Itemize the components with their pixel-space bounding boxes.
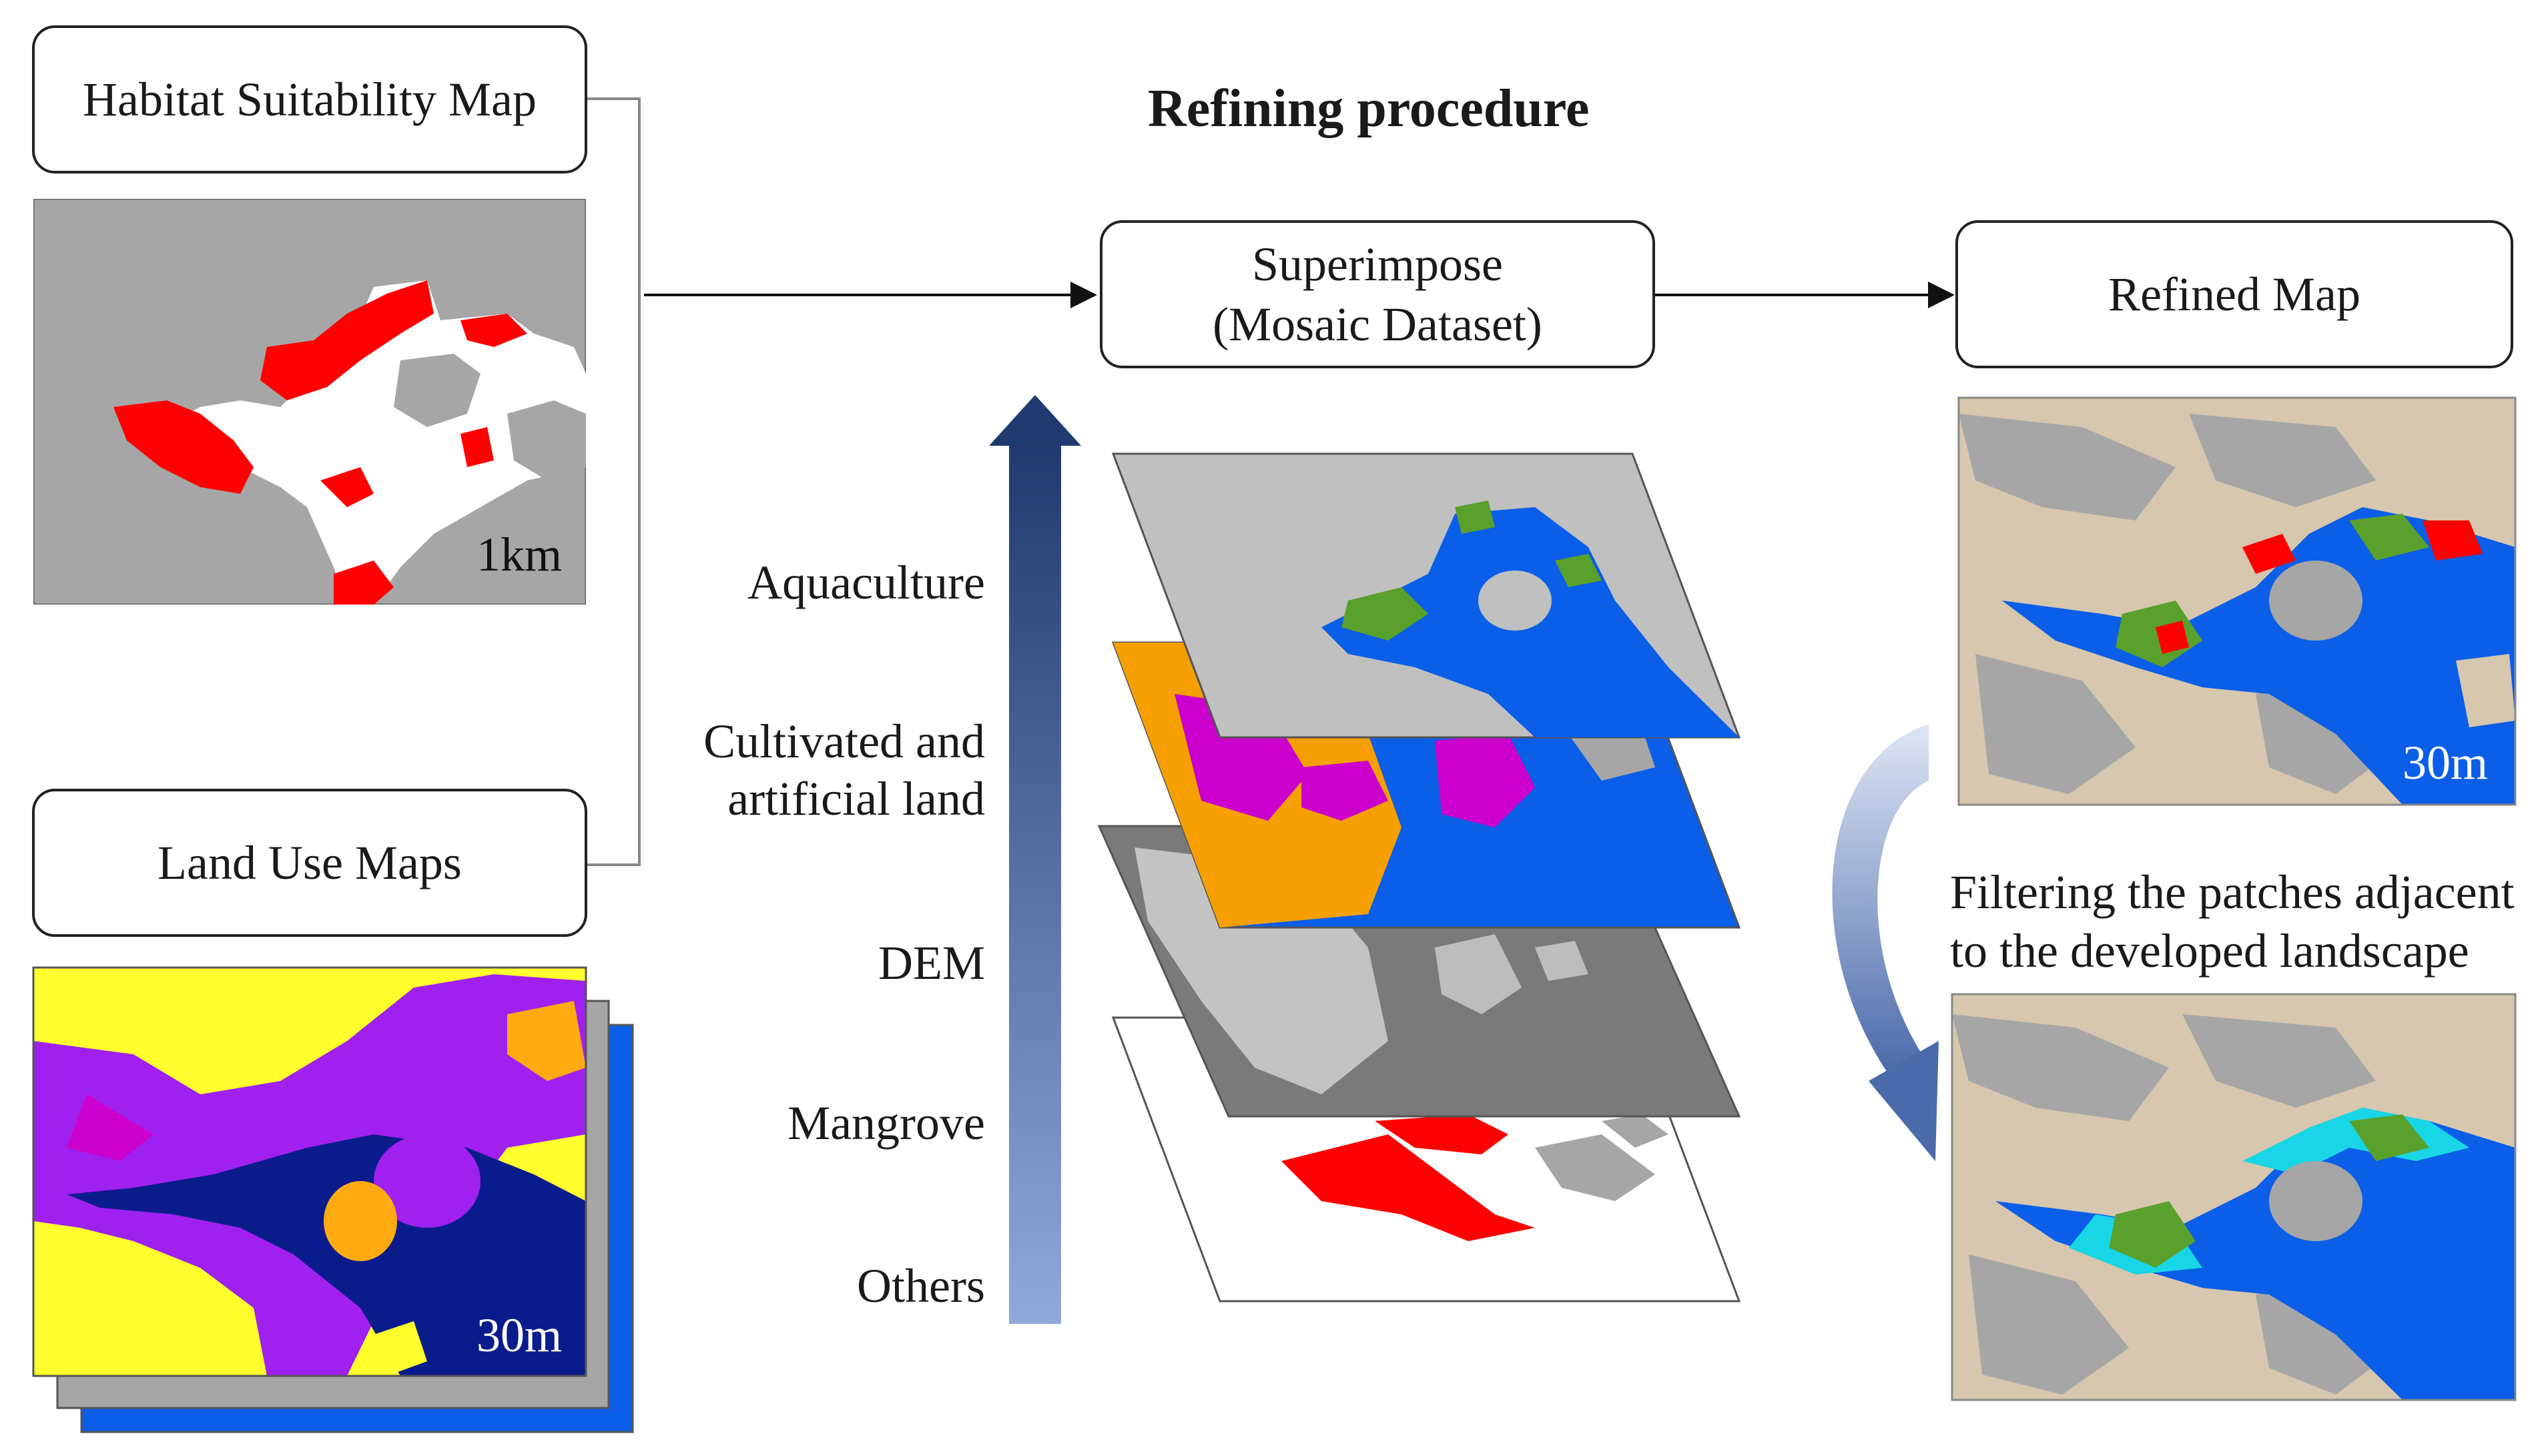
label-others: Others xyxy=(857,1259,985,1313)
diagram-title: Refining procedure xyxy=(1148,79,1590,138)
superimpose-box: Superimpose (Mosaic Dataset) xyxy=(1100,220,1655,368)
layer-aquaculture xyxy=(1111,452,1741,739)
label-mangrove: Mangrove xyxy=(787,1096,985,1150)
land-use-map-stack xyxy=(32,966,634,1433)
filter-caption: Filtering the patches adjacent to the de… xyxy=(1950,863,2515,981)
refined-map xyxy=(1959,398,2515,805)
layer-order-arrow xyxy=(989,395,1081,1324)
label-dem: DEM xyxy=(878,936,985,990)
refined-scale-label: 30m xyxy=(2403,736,2489,789)
superimpose-line2: (Mosaic Dataset) xyxy=(1213,298,1542,351)
label-cultivated-line1: Cultivated and xyxy=(703,715,985,768)
label-cultivated-artificial: Cultivated and artificial land xyxy=(641,713,985,828)
refined-map-border xyxy=(1957,396,2517,806)
habitat-scale-label: 1km xyxy=(476,528,563,581)
filter-curved-arrow xyxy=(1832,724,1939,1161)
filtered-map-border xyxy=(1951,993,2517,1401)
filter-caption-line1: Filtering the patches adjacent xyxy=(1950,865,2515,919)
label-aquaculture: Aquaculture xyxy=(747,556,985,609)
superimpose-line1: Superimpose xyxy=(1252,238,1503,291)
habitat-suitability-map xyxy=(33,199,586,605)
habitat-suitability-box: Habitat Suitability Map xyxy=(32,25,587,173)
refined-map-box: Refined Map xyxy=(1955,220,2513,368)
land-use-box: Land Use Maps xyxy=(32,789,587,937)
connector-lines xyxy=(587,97,1955,866)
filter-caption-line2: to the developed landscape xyxy=(1950,924,2469,978)
landuse-scale-label: 30m xyxy=(476,1309,563,1362)
filtered-map xyxy=(1952,994,2515,1400)
label-cultivated-line2: artificial land xyxy=(727,772,985,826)
